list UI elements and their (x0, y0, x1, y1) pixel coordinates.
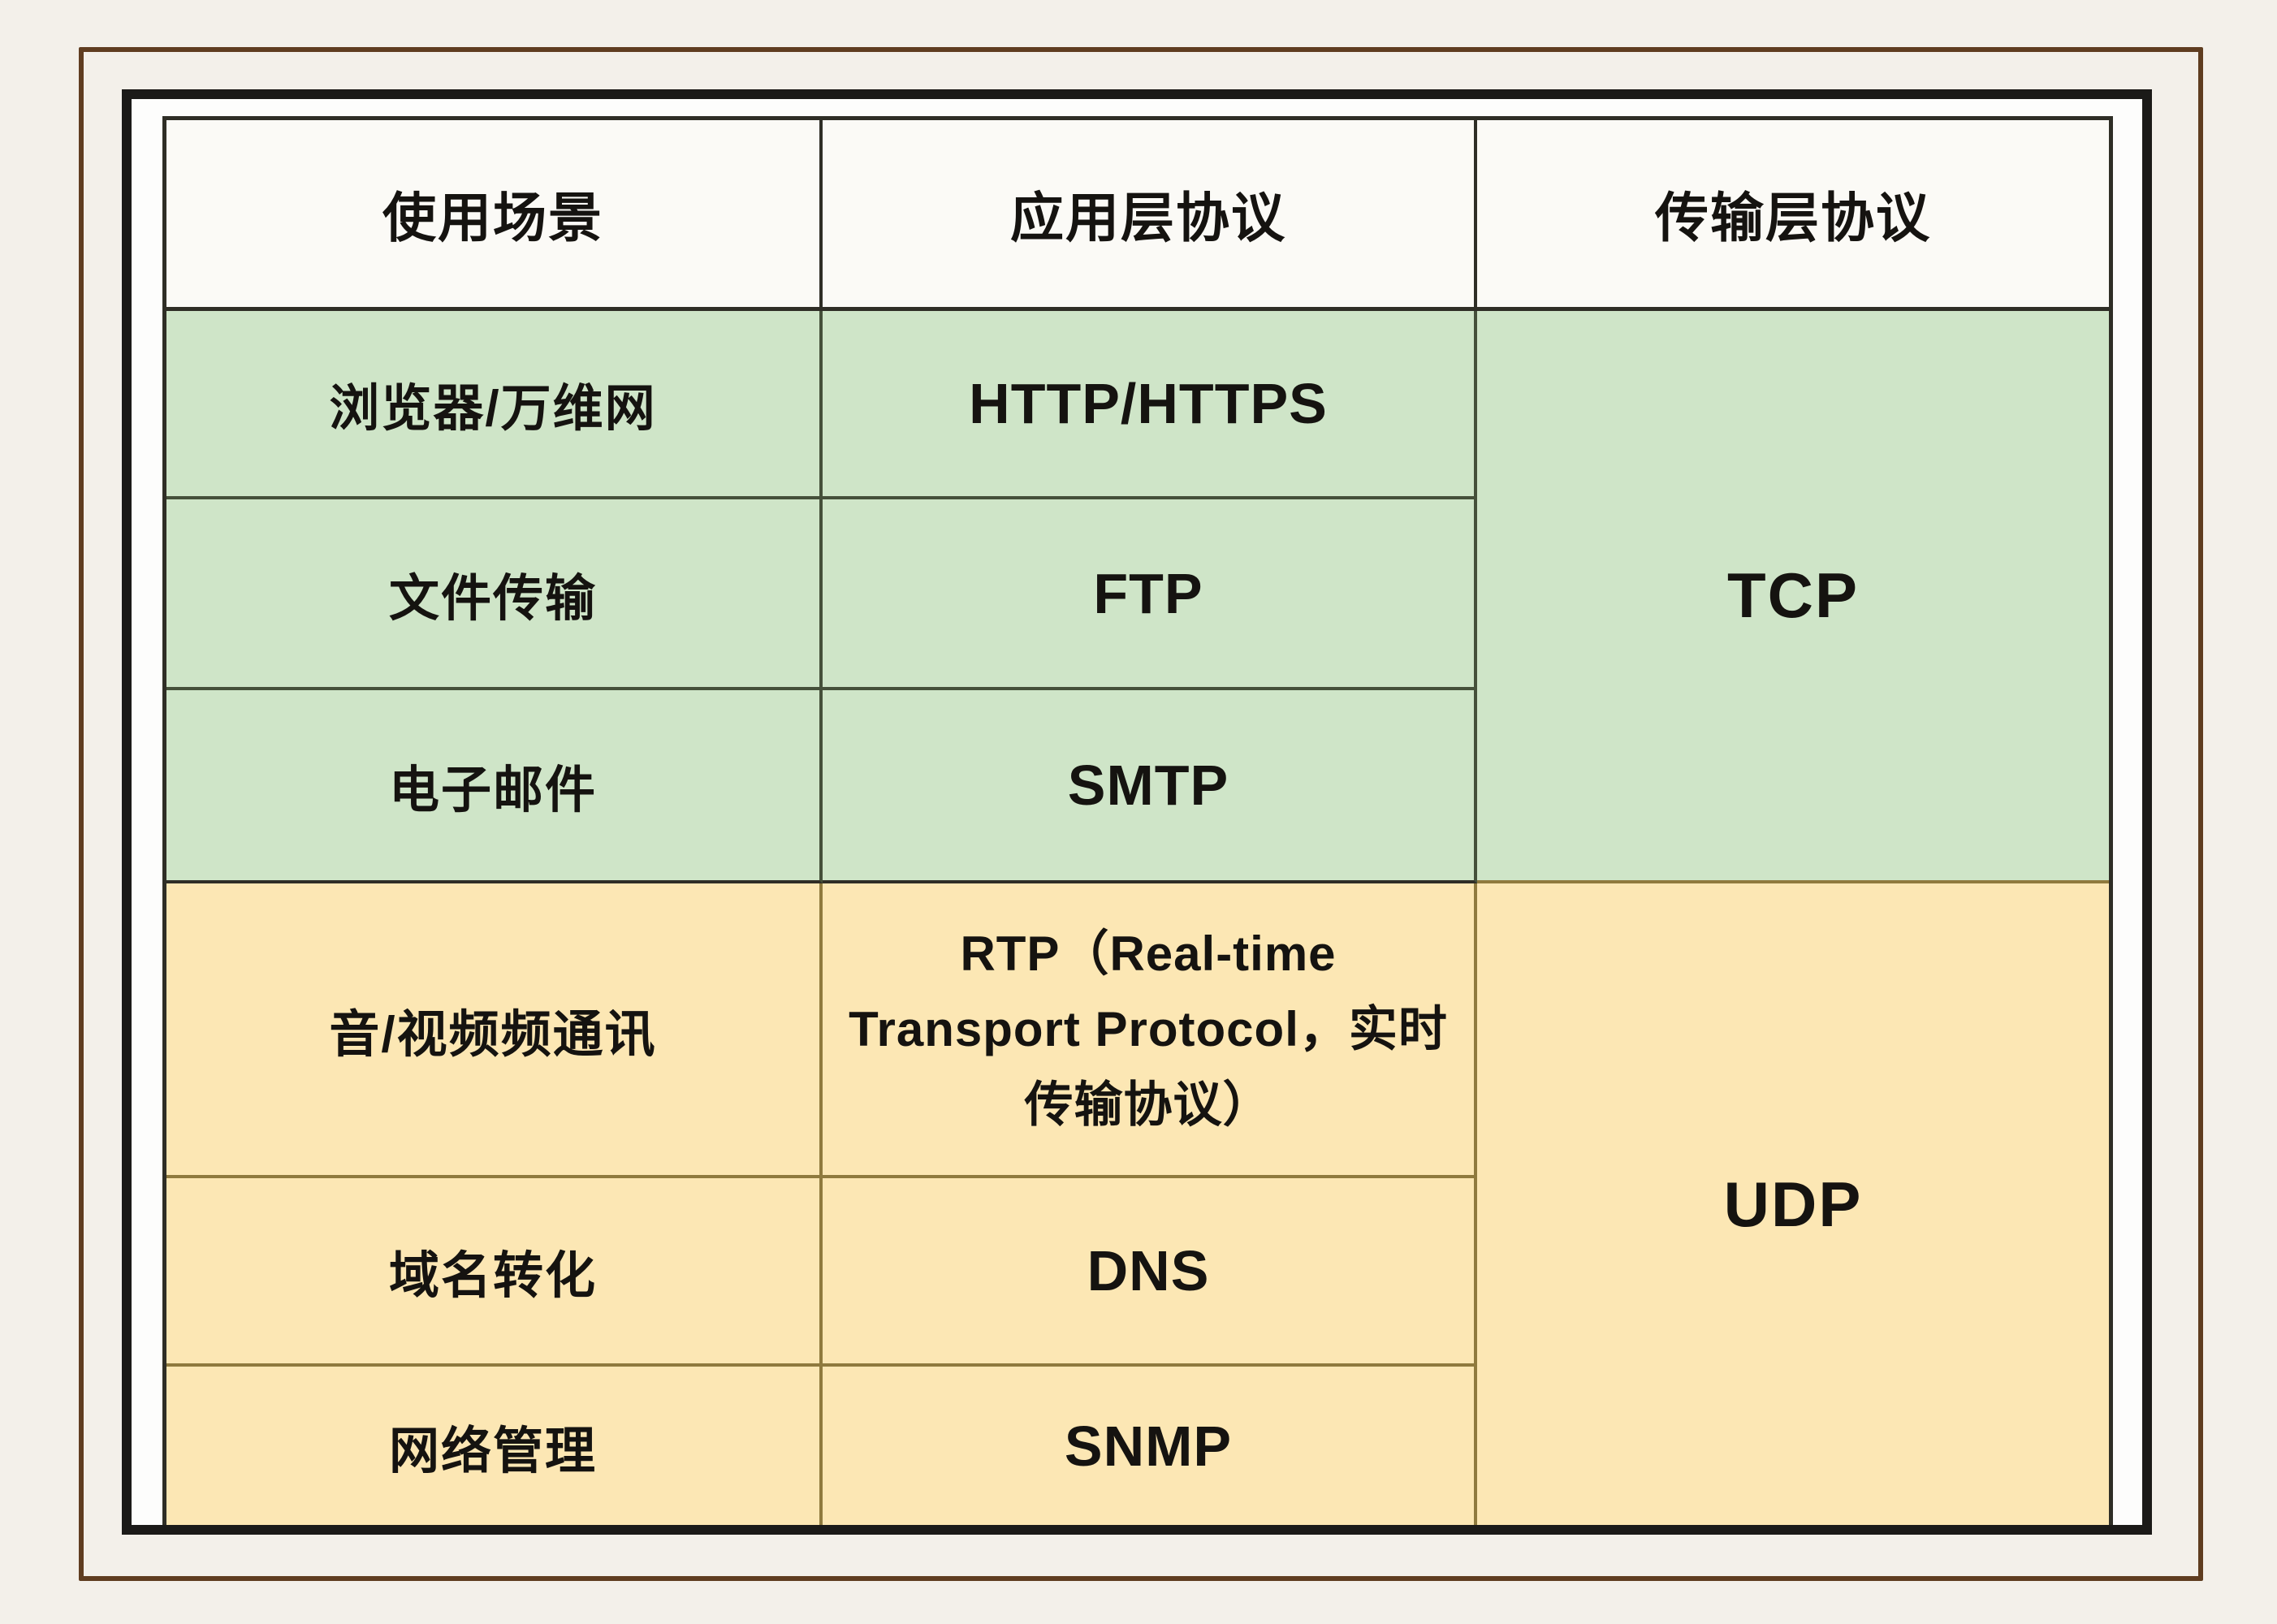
cell-protocol-ftp: FTP (823, 499, 1477, 690)
cell-scene-file-transfer: 文件传输 (166, 499, 823, 690)
cell-protocol-smtp: SMTP (823, 690, 1477, 883)
cell-scene-email: 电子邮件 (166, 690, 823, 883)
cell-scene-web: 浏览器/万维网 (166, 311, 823, 499)
header-cell-app-protocol: 应用层协议 (823, 120, 1477, 311)
header-cell-scene: 使用场景 (166, 120, 823, 311)
cell-protocol-snmp: SNMP (823, 1367, 1477, 1525)
cell-scene-network-management: 网络管理 (166, 1367, 823, 1525)
cell-protocol-http: HTTP/HTTPS (823, 311, 1477, 499)
cell-scene-domain-name: 域名转化 (166, 1178, 823, 1367)
header-cell-transport-protocol: 传输层协议 (1477, 120, 2109, 311)
cell-protocol-rtp: RTP（Real-time Transport Protocol，实时 传输协议… (823, 883, 1477, 1178)
cell-transport-udp: UDP (1477, 883, 2109, 1525)
cell-protocol-dns: DNS (823, 1178, 1477, 1367)
outer-brown-frame (79, 47, 2203, 1581)
cell-transport-tcp: TCP (1477, 311, 2109, 883)
cell-scene-av-communication: 音/视频频通讯 (166, 883, 823, 1178)
protocol-table: 使用场景 应用层协议 传输层协议 TCP 浏览器/万维网 HTTP/HTTPS … (162, 116, 2113, 1525)
